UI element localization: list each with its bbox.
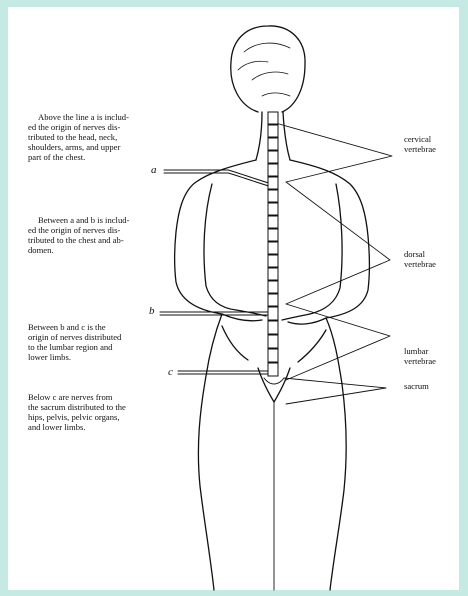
neck-right <box>282 111 291 161</box>
head-outline <box>230 25 306 113</box>
line-marker-c: c <box>168 366 173 378</box>
hair-detail <box>237 42 291 97</box>
line-marker-b: b <box>149 305 155 317</box>
label-dorsal-vertebrae: dorsal vertebrae <box>404 249 436 269</box>
line-marker-a: a <box>151 164 157 176</box>
label-line: vertebrae <box>404 356 436 366</box>
paragraph-line: domen. <box>28 245 54 255</box>
paragraph-line: ed the origin of nerves dis- <box>28 225 121 235</box>
label-line: lumbar <box>404 346 429 356</box>
paragraph-line: to the lumbar region and <box>28 342 113 352</box>
right-arm-inner <box>309 183 343 315</box>
label-line: vertebrae <box>404 259 436 269</box>
left-arm-inner <box>203 183 237 311</box>
paragraph-line: hips, pelvis, pelvic organs, <box>28 412 120 422</box>
paragraph-line: Between b and c is the <box>28 322 106 332</box>
diagram-frame <box>8 7 459 590</box>
paragraph-line: Below c are nerves from <box>28 392 113 402</box>
paragraph-line: the sacrum distributed to the <box>28 402 126 412</box>
label-line: vertebrae <box>404 144 436 154</box>
paragraph-above-a: Above the line a is includ- ed the origi… <box>28 112 163 162</box>
torso-right-outline <box>289 159 371 591</box>
paragraph-line: and lower limbs. <box>28 422 86 432</box>
waist-left <box>221 325 249 361</box>
waist-right <box>297 329 327 363</box>
right-hand <box>281 313 327 325</box>
paragraph-line: tributed to the chest and ab- <box>28 235 124 245</box>
label-line: cervical <box>404 134 432 144</box>
label-line: sacrum <box>404 381 429 391</box>
label-cervical-vertebrae: cervical vertebrae <box>404 134 436 154</box>
label-line: dorsal <box>404 249 426 259</box>
paragraph-line: ed the origin of nerves dis- <box>28 122 121 132</box>
paragraph-line: part of the chest. <box>28 152 86 162</box>
paragraph-line: Between a and b is includ- <box>38 215 130 225</box>
label-lumbar-vertebrae: lumbar vertebrae <box>404 346 436 366</box>
level-lines <box>159 169 273 375</box>
paragraph-line: tributed to the head, neck, <box>28 132 118 142</box>
sacrum-shape <box>263 377 285 385</box>
paragraph-line: shoulders, arms, and upper <box>28 142 121 152</box>
paragraph-line: origin of nerves distributed <box>28 332 122 342</box>
spine <box>267 111 279 377</box>
torso-left-outline <box>173 159 257 591</box>
paragraph-line: lower limbs. <box>28 352 71 362</box>
label-sacrum: sacrum <box>404 381 429 391</box>
paragraph-below-c: Below c are nerves from the sacrum distr… <box>28 392 168 432</box>
paragraph-between-a-b: Between a and b is includ- ed the origin… <box>28 215 163 255</box>
paragraph-between-b-c: Between b and c is the origin of nerves … <box>28 322 163 362</box>
neck-left <box>255 111 263 161</box>
paragraph-line: Above the line a is includ- <box>38 112 129 122</box>
pointer-lines <box>271 121 393 405</box>
